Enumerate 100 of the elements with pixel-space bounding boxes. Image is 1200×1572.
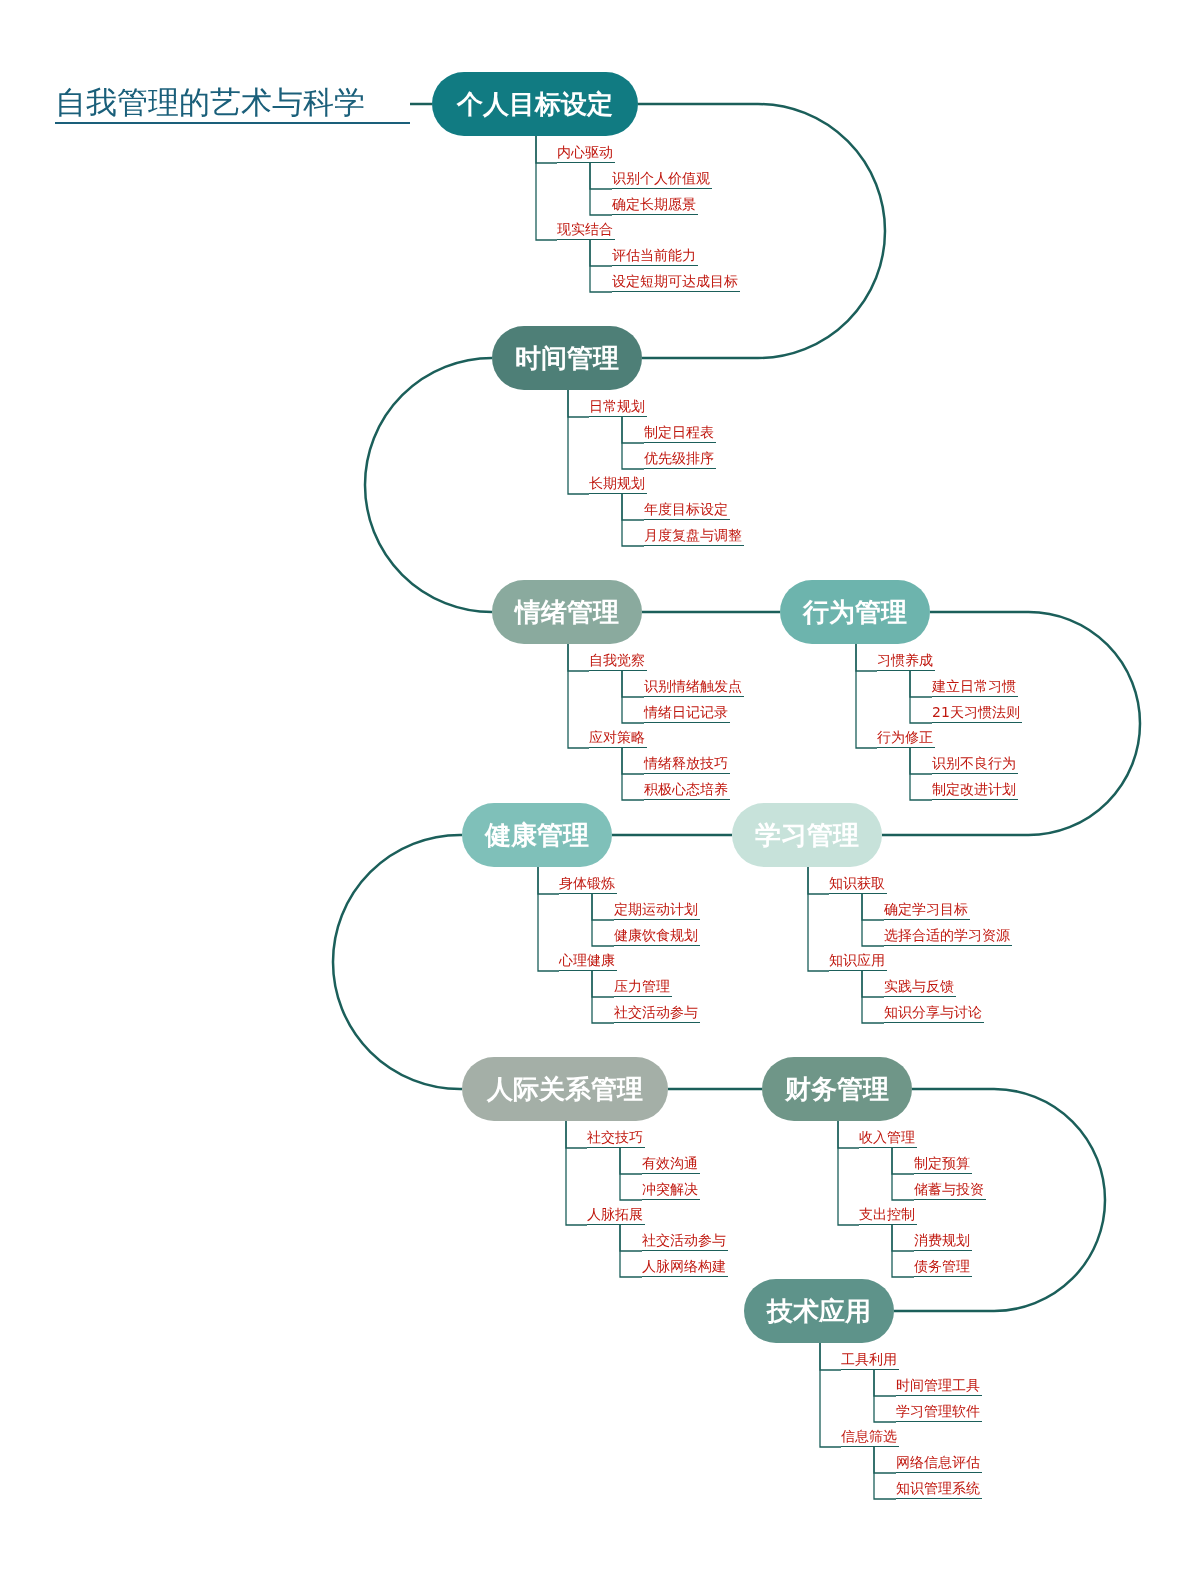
- subtopic-label: 人脉拓展: [587, 1204, 645, 1225]
- leaf-label: 制定改进计划: [932, 779, 1018, 800]
- subtopic-label: 自我觉察: [589, 650, 647, 671]
- topic-pill: 学习管理: [732, 803, 882, 867]
- branch-line: [861, 893, 885, 947]
- subtopic-label: 内心驱动: [557, 142, 615, 163]
- leaf-label: 情绪释放技巧: [644, 753, 730, 774]
- connector-curve: [638, 102, 887, 360]
- topic-pill: 行为管理: [780, 580, 930, 644]
- leaf-label: 人脉网络构建: [642, 1256, 728, 1277]
- subtopic-label: 心理健康: [559, 950, 617, 971]
- subtopic-label: 社交技巧: [587, 1127, 645, 1148]
- connector-curve: [331, 833, 463, 1091]
- branch-line: [565, 1120, 588, 1226]
- subtopic-label: 现实结合: [557, 219, 615, 240]
- leaf-label: 时间管理工具: [896, 1375, 982, 1396]
- leaf-label: 消费规划: [914, 1230, 972, 1251]
- connector-curve: [668, 1087, 762, 1091]
- subtopic-label: 行为修正: [877, 727, 935, 748]
- subtopic-label: 习惯养成: [877, 650, 935, 671]
- connector-curve: [882, 610, 1142, 837]
- leaf-label: 情绪日记记录: [644, 702, 730, 723]
- subtopic-label: 身体锻炼: [559, 873, 617, 894]
- branch-line: [909, 670, 933, 724]
- subtopic-label: 长期规划: [589, 473, 647, 494]
- leaf-label: 压力管理: [614, 976, 672, 997]
- branch-line: [621, 493, 645, 547]
- leaf-label: 网络信息评估: [896, 1452, 982, 1473]
- branch-line: [621, 670, 645, 724]
- branch-line: [589, 162, 613, 216]
- leaf-label: 知识管理系统: [896, 1478, 982, 1499]
- leaf-label: 积极心态培养: [644, 779, 730, 800]
- leaf-label: 知识分享与讨论: [884, 1002, 984, 1023]
- branch-line: [861, 970, 885, 1024]
- leaf-label: 社交活动参与: [642, 1230, 728, 1251]
- topic-pill: 情绪管理: [492, 580, 642, 644]
- branch-line: [591, 970, 615, 1024]
- connector-curve: [410, 102, 432, 106]
- leaf-label: 月度复盘与调整: [644, 525, 744, 546]
- subtopic-label: 收入管理: [859, 1127, 917, 1148]
- leaf-label: 学习管理软件: [896, 1401, 982, 1422]
- leaf-label: 实践与反馈: [884, 976, 956, 997]
- leaf-label: 确定长期愿景: [612, 194, 698, 215]
- leaf-label: 设定短期可达成目标: [612, 271, 740, 292]
- leaf-label: 储蓄与投资: [914, 1179, 986, 1200]
- branch-line: [819, 1342, 842, 1448]
- leaf-label: 有效沟通: [642, 1153, 700, 1174]
- branch-line: [891, 1224, 915, 1278]
- leaf-label: 评估当前能力: [612, 245, 698, 266]
- branch-line: [619, 1147, 643, 1201]
- leaf-label: 21天习惯法则: [932, 702, 1022, 723]
- connector-curve: [642, 610, 780, 614]
- topic-pill: 个人目标设定: [432, 72, 638, 136]
- subtopic-label: 知识获取: [829, 873, 887, 894]
- branch-line: [619, 1224, 643, 1278]
- branch-line: [873, 1369, 897, 1423]
- leaf-label: 优先级排序: [644, 448, 716, 469]
- branch-line: [591, 893, 615, 947]
- connector-curve: [894, 1087, 1107, 1313]
- subtopic-label: 工具利用: [841, 1349, 899, 1370]
- subtopic-label: 应对策略: [589, 727, 647, 748]
- branch-line: [891, 1147, 915, 1201]
- branch-line: [621, 747, 645, 801]
- branch-line: [855, 643, 878, 749]
- branch-line: [537, 866, 560, 972]
- leaf-label: 定期运动计划: [614, 899, 700, 920]
- leaf-label: 选择合适的学习资源: [884, 925, 1012, 946]
- leaf-label: 识别个人价值观: [612, 168, 712, 189]
- branch-line: [621, 416, 645, 470]
- branch-line: [567, 389, 590, 495]
- branch-line: [567, 643, 590, 749]
- branch-line: [873, 1446, 897, 1500]
- leaf-label: 年度目标设定: [644, 499, 730, 520]
- branch-line: [837, 1120, 860, 1226]
- subtopic-label: 日常规划: [589, 396, 647, 417]
- topic-pill: 健康管理: [462, 803, 612, 867]
- leaf-label: 识别情绪触发点: [644, 676, 744, 697]
- subtopic-label: 信息筛选: [841, 1426, 899, 1447]
- leaf-label: 健康饮食规划: [614, 925, 700, 946]
- leaf-label: 建立日常习惯: [932, 676, 1018, 697]
- subtopic-label: 支出控制: [859, 1204, 917, 1225]
- topic-pill: 时间管理: [492, 326, 642, 390]
- topic-pill: 人际关系管理: [462, 1057, 668, 1121]
- leaf-label: 制定日程表: [644, 422, 716, 443]
- topic-pill: 技术应用: [744, 1279, 894, 1343]
- connector-curve: [612, 833, 732, 837]
- leaf-label: 制定预算: [914, 1153, 972, 1174]
- leaf-label: 冲突解决: [642, 1179, 700, 1200]
- subtopic-label: 知识应用: [829, 950, 887, 971]
- branch-line: [909, 747, 933, 801]
- branch-line: [589, 239, 613, 293]
- leaf-label: 社交活动参与: [614, 1002, 700, 1023]
- leaf-label: 确定学习目标: [884, 899, 970, 920]
- topic-pill: 财务管理: [762, 1057, 912, 1121]
- connector-curve: [363, 356, 494, 614]
- branch-line: [807, 866, 830, 972]
- branch-line: [535, 135, 558, 241]
- leaf-label: 债务管理: [914, 1256, 972, 1277]
- leaf-label: 识别不良行为: [932, 753, 1018, 774]
- map-title: 自我管理的艺术与科学: [55, 82, 410, 124]
